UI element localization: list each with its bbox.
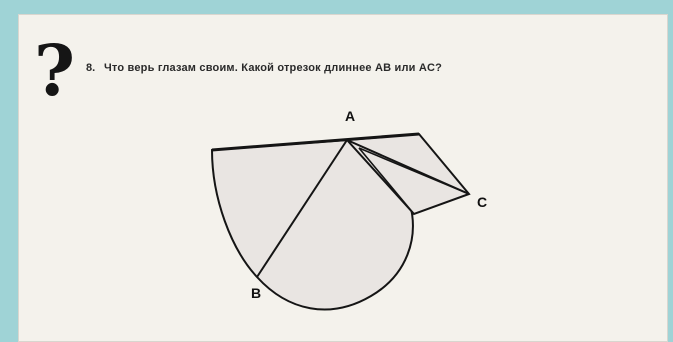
label-c: C [477, 194, 487, 210]
segment-ab [256, 139, 348, 278]
upper-inner-line [358, 147, 470, 195]
geometry-diagram: A B C [210, 108, 487, 311]
question-text: Что верь глазам своим. Какой отрезок дли… [104, 62, 443, 74]
top-line [211, 132, 420, 152]
label-b: B [251, 285, 261, 301]
label-a: A [345, 108, 355, 124]
left-curved-region [210, 138, 414, 311]
question-number: 8. [86, 62, 96, 74]
worksheet-page: ? 8. Что верь глазам своим. Какой отрезо… [18, 14, 668, 342]
lower-inner-line [358, 147, 415, 215]
